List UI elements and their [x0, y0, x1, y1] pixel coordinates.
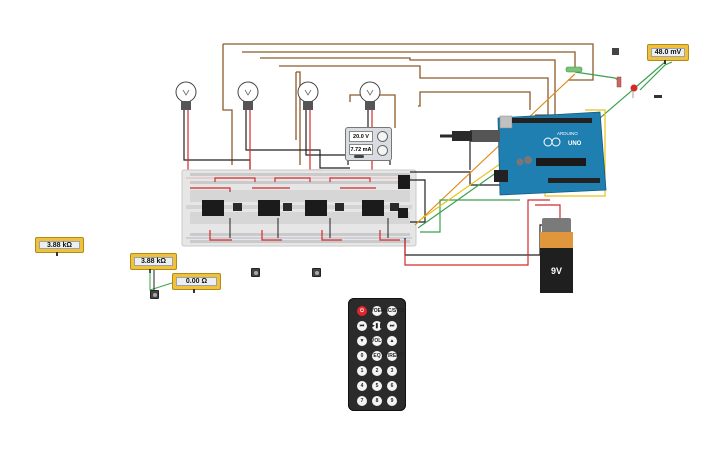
- remote-4-button[interactable]: 4: [357, 381, 367, 391]
- remote-st-rept-button[interactable]: ST/REPT: [381, 351, 403, 361]
- remote-8-button[interactable]: 8: [372, 396, 382, 406]
- multimeter-resistance-1[interactable]: 3.88 kΩ: [35, 237, 84, 256]
- pushbutton-2[interactable]: [251, 268, 260, 277]
- arduino-model: UNO: [568, 141, 582, 147]
- pushbutton-3[interactable]: [312, 268, 321, 277]
- remote-play-pause-button[interactable]: ▶❚❚: [370, 321, 384, 331]
- top-pushbutton[interactable]: [612, 48, 619, 55]
- remote-next-button[interactable]: ⏭: [387, 321, 397, 331]
- meter-reading: 0.00 Ω: [176, 277, 217, 286]
- remote-power-button[interactable]: ⏻: [357, 306, 367, 316]
- remote-prev-button[interactable]: ⏮: [357, 321, 367, 331]
- remote-down-button[interactable]: ▼: [357, 336, 367, 346]
- voltage-knob[interactable]: [377, 131, 388, 142]
- remote-vol-down-button[interactable]: VOL-: [371, 336, 383, 346]
- light-bulb-3: [297, 81, 319, 122]
- meter-reading: 48.0 mV: [651, 48, 685, 57]
- led[interactable]: [630, 84, 638, 99]
- remote-eq-button[interactable]: EQ: [372, 351, 382, 361]
- remote-9-button[interactable]: 9: [387, 396, 397, 406]
- battery-label: 9V: [540, 248, 573, 293]
- relays[interactable]: [202, 200, 399, 216]
- remote-func-stop-button[interactable]: FUNC/STOP: [377, 306, 407, 316]
- usb-cable[interactable]: [440, 130, 500, 142]
- battery-terminals: [542, 218, 571, 232]
- remote-2-button[interactable]: 2: [372, 366, 382, 376]
- relay-3: [305, 200, 344, 216]
- current-knob[interactable]: [377, 145, 388, 156]
- breadboard[interactable]: [181, 169, 417, 247]
- small-component[interactable]: [654, 95, 662, 98]
- multimeter-resistance-2[interactable]: 3.88 kΩ: [130, 253, 177, 273]
- multimeter-resistance-3[interactable]: 0.00 Ω: [172, 273, 221, 293]
- remote-1-button[interactable]: 1: [357, 366, 367, 376]
- meter-reading: 3.88 kΩ: [39, 241, 80, 249]
- light-bulbs[interactable]: [175, 81, 381, 122]
- remote-3-button[interactable]: 3: [387, 366, 397, 376]
- light-bulb-1: [175, 81, 197, 122]
- psu-current: 7.72 mA: [349, 144, 373, 155]
- relay-4: [362, 200, 399, 216]
- relay-2: [258, 200, 292, 216]
- resistor[interactable]: [565, 66, 583, 73]
- light-bulb-4: [359, 81, 381, 122]
- power-supply[interactable]: 20.0 V 7.72 mA: [345, 127, 392, 161]
- arduino-brand: ARDUINO: [557, 131, 578, 136]
- meter-reading: 3.88 kΩ: [134, 257, 173, 266]
- ir-receiver[interactable]: [398, 175, 410, 218]
- relay-1: [202, 200, 242, 216]
- remote-6-button[interactable]: 6: [387, 381, 397, 391]
- breadboard-red-wires: [190, 177, 400, 241]
- relay-black-wires: [229, 218, 389, 238]
- pushbutton-1[interactable]: [150, 290, 159, 299]
- remote-0-button[interactable]: 0: [357, 351, 367, 361]
- ir-remote[interactable]: ⏻ VOL+ FUNC/STOP ⏮ ▶❚❚ ⏭ ▼ VOL- ▲ 0 EQ S…: [348, 298, 406, 411]
- psu-voltage: 20.0 V: [349, 131, 373, 142]
- light-bulb-2: [237, 81, 259, 122]
- remote-7-button[interactable]: 7: [357, 396, 367, 406]
- power-switch[interactable]: [354, 155, 364, 158]
- small-resistor[interactable]: [616, 76, 622, 88]
- remote-vol-up-button[interactable]: VOL+: [370, 306, 384, 316]
- remote-5-button[interactable]: 5: [372, 381, 382, 391]
- multimeter-voltage[interactable]: 48.0 mV: [647, 44, 689, 64]
- remote-up-button[interactable]: ▲: [387, 336, 397, 346]
- battery-9v[interactable]: 9V: [538, 218, 575, 293]
- arduino-uno[interactable]: ARDUINO UNO: [494, 111, 607, 196]
